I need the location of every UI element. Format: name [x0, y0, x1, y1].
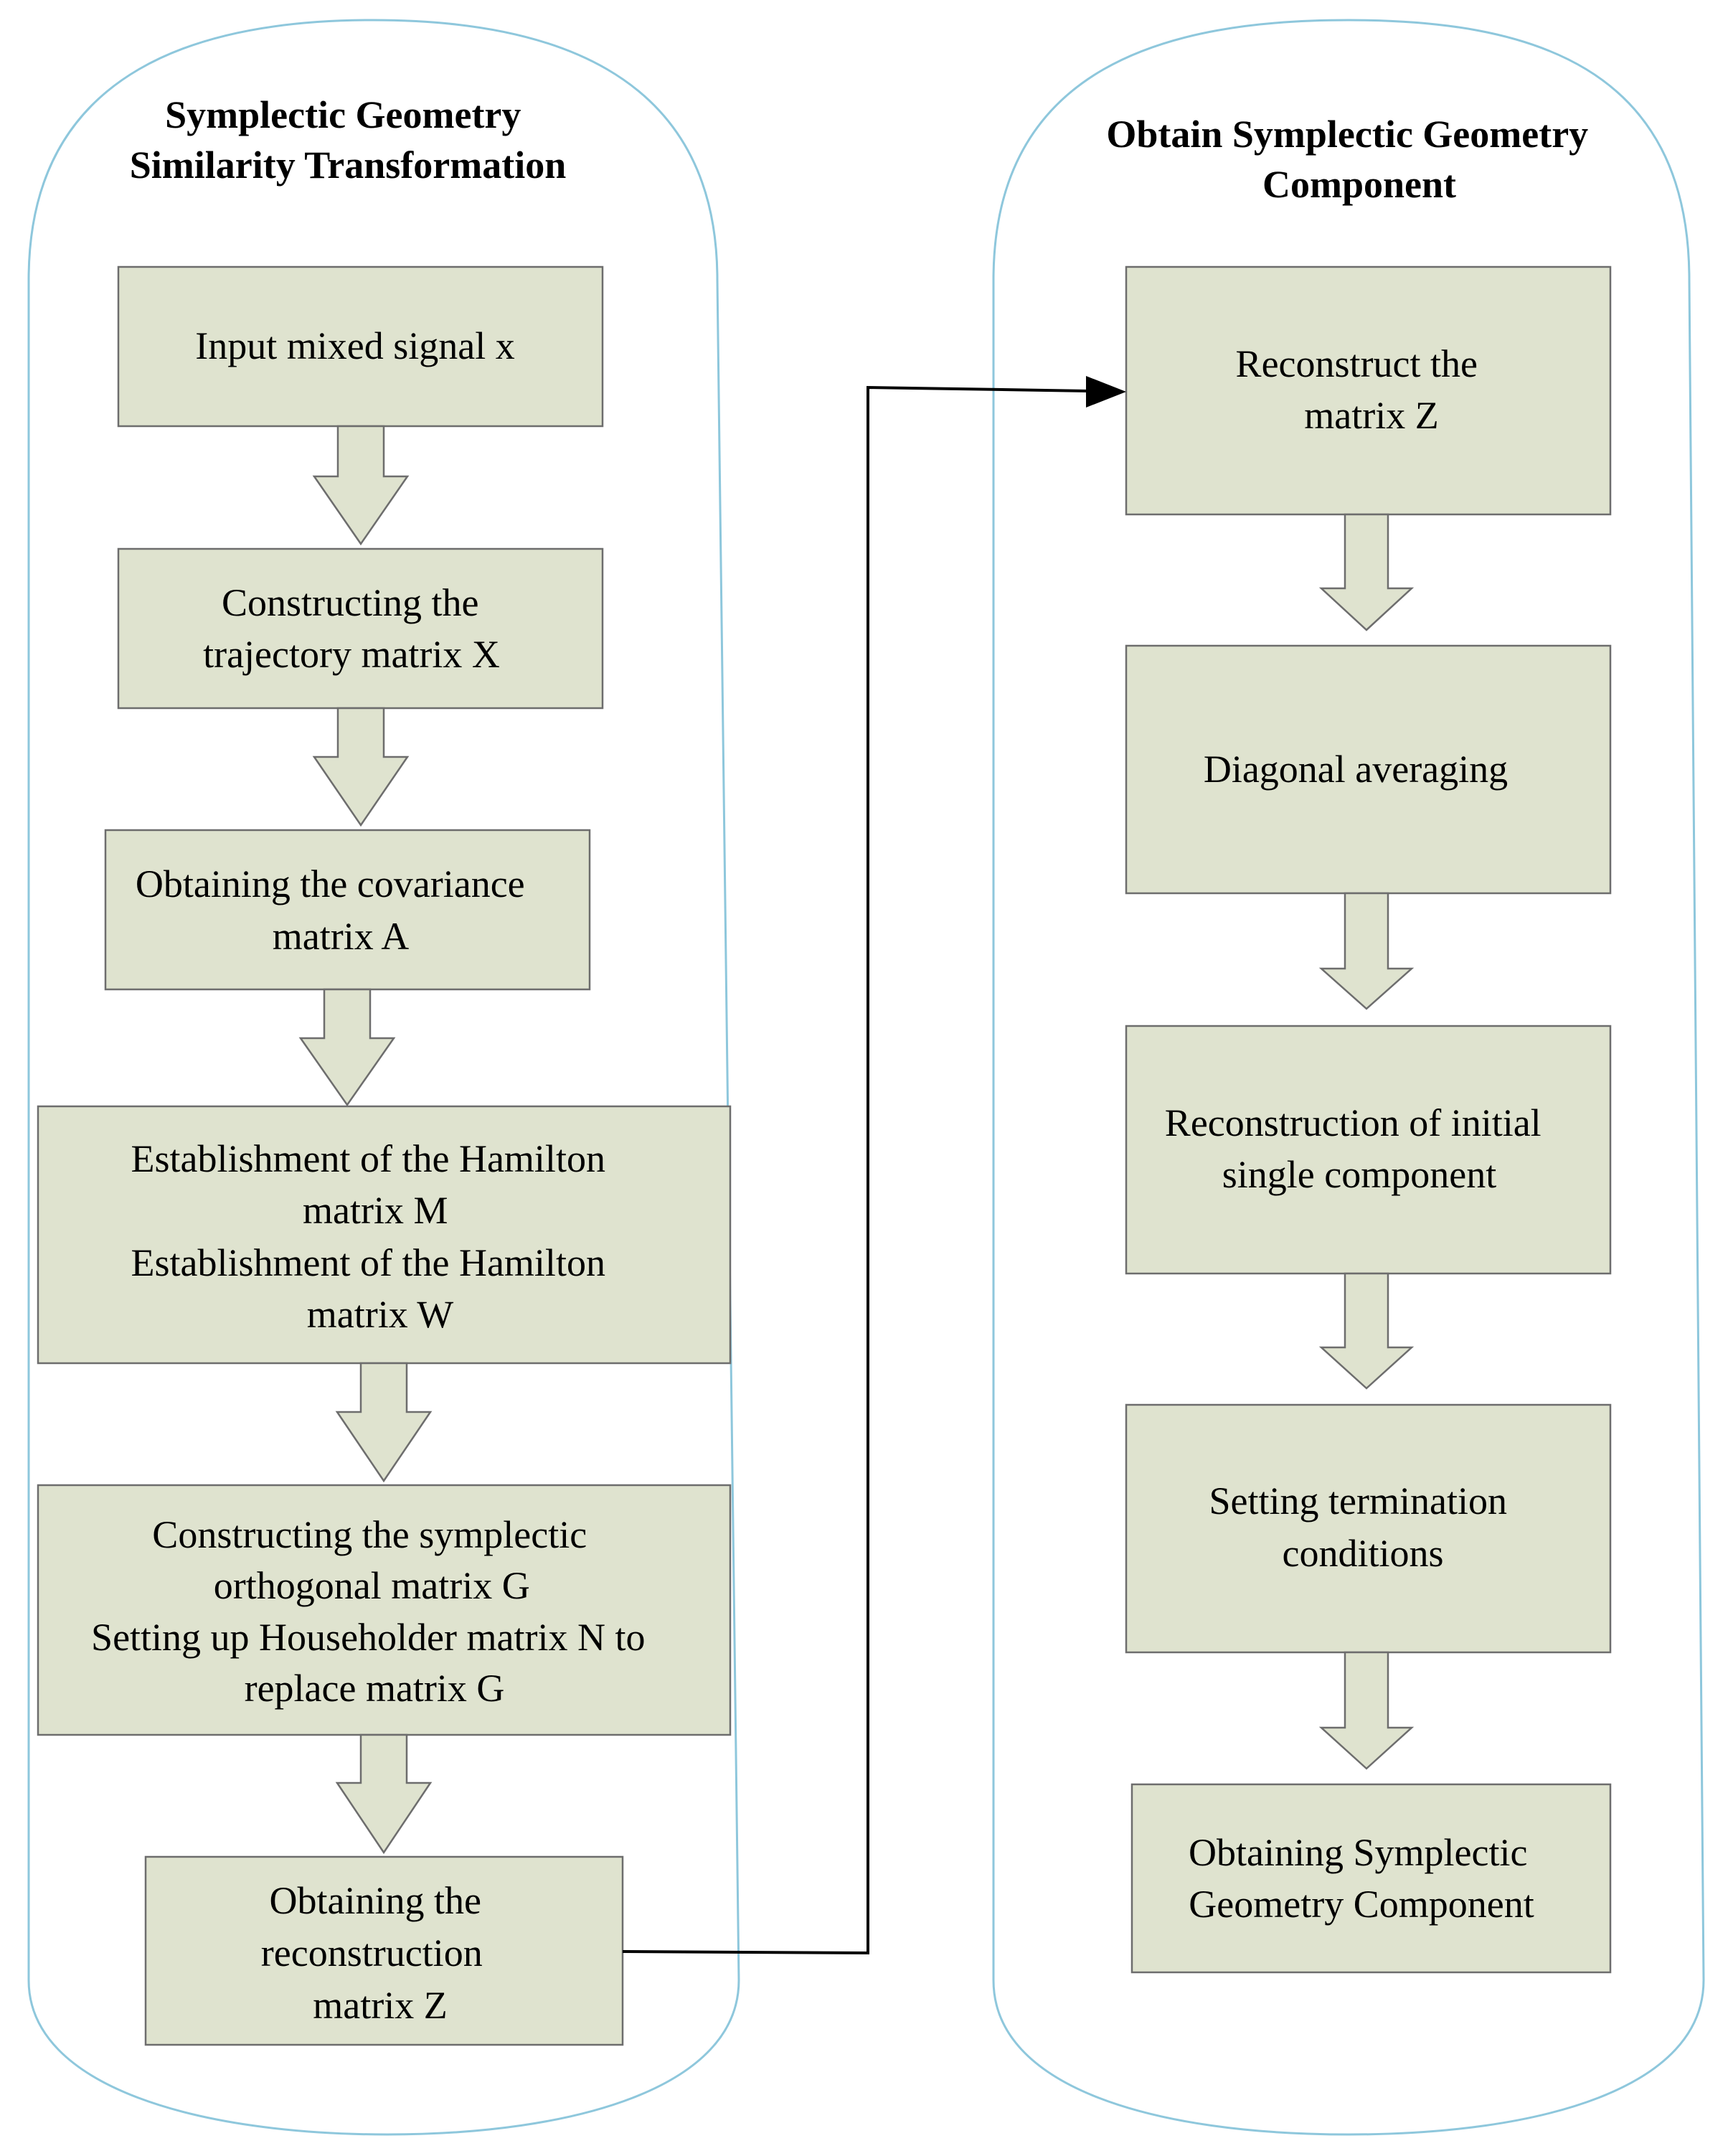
step-obtaining-component-label: Obtaining Symplectic Geometry Component: [1189, 1831, 1537, 1926]
step-hamilton-matrices: [37, 1105, 732, 1365]
connector-line: [622, 385, 1090, 1955]
step-input-mixed-signal: [117, 265, 604, 428]
step-covariance-matrix: [104, 829, 591, 991]
arrow-down-5: [335, 1733, 433, 1855]
step-reconstruct-matrix-z: [1125, 265, 1612, 516]
arrow-down-6: [1318, 513, 1415, 631]
step-hamilton-matrices-label: Establishment of the Hamilton matrix M E…: [131, 1137, 615, 1336]
step-trajectory-matrix: [117, 547, 604, 710]
step-reconstruct-matrix-z-label: Reconstruct the matrix Z: [1236, 342, 1488, 437]
step-diagonal-averaging-label: Diagonal averaging: [1204, 748, 1508, 791]
step-input-mixed-signal-label: Input mixed signal x: [195, 324, 514, 367]
arrow-down-2: [312, 707, 410, 827]
arrow-down-7: [1318, 892, 1415, 1010]
connector-arrowhead: [1086, 376, 1126, 408]
arrow-down-4: [335, 1362, 433, 1483]
left-container: [27, 19, 740, 2136]
step-termination-conditions-label: Setting termination conditions: [1209, 1479, 1517, 1575]
step-reconstruction-matrix-label: Obtaining the reconstruction matrix Z: [261, 1879, 492, 2027]
step-covariance-matrix-label: Obtaining the covariance matrix A: [136, 862, 534, 958]
step-symplectic-orthogonal-label: Constructing the symplectic orthogonal m…: [91, 1513, 655, 1710]
step-reconstruction-matrix: [144, 1855, 624, 2046]
arrow-down-9: [1318, 1651, 1415, 1770]
arrow-down-1: [312, 425, 410, 546]
step-trajectory-matrix-label: Constructing the trajectory matrix X: [203, 581, 500, 676]
step-initial-single-component-label: Reconstruction of initial single compone…: [1165, 1101, 1551, 1196]
right-panel-title: Obtain Symplectic Geometry Component: [1106, 113, 1597, 206]
arrow-down-3: [298, 988, 396, 1107]
step-initial-single-component: [1125, 1025, 1612, 1275]
step-termination-conditions: [1125, 1403, 1612, 1654]
left-panel-title: Symplectic Geometry Similarity Transform…: [130, 93, 566, 187]
step-obtaining-component: [1130, 1783, 1612, 1974]
right-container: [992, 19, 1705, 2136]
arrow-down-8: [1318, 1272, 1415, 1390]
